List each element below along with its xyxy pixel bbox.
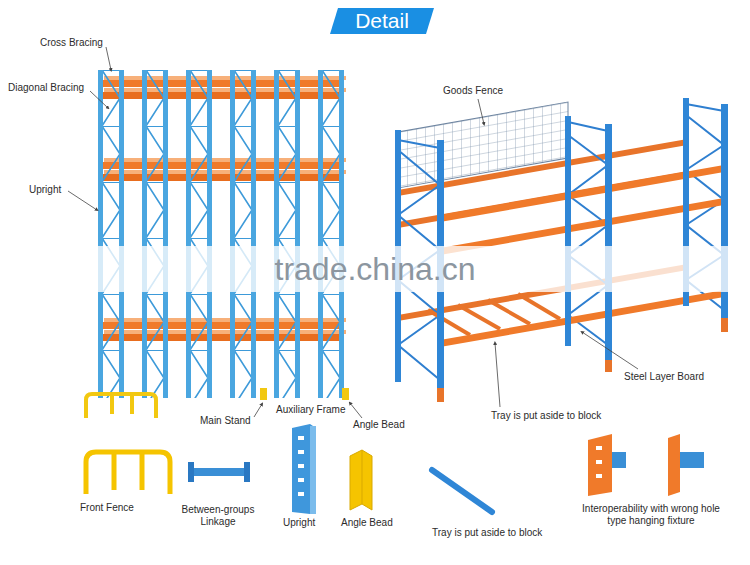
watermark-band — [40, 246, 740, 292]
part-label: Angle Bead — [341, 517, 393, 529]
pallet-rack-front — [86, 70, 349, 418]
part-label: Between-groups Linkage — [176, 504, 260, 528]
part-label: Goods Fence — [443, 85, 503, 97]
watermark: trade.china.cn — [225, 250, 525, 288]
part-label: Auxiliary Frame — [276, 404, 345, 416]
parts-row — [86, 424, 704, 514]
part-label: Angle Bead — [353, 419, 405, 431]
part-label: Steel Layer Board — [624, 371, 704, 383]
part-label: Main Stand — [200, 415, 251, 427]
title: Detail — [330, 8, 434, 34]
part-label: Cross Bracing — [40, 37, 103, 49]
title-banner — [330, 8, 434, 34]
part-label: Upright — [283, 517, 315, 529]
leader-lines — [68, 47, 638, 418]
part-label: Diagonal Bracing — [8, 82, 84, 94]
part-label: Tray is put aside to block — [491, 410, 601, 422]
part-label: Upright — [29, 184, 61, 196]
part-label: Front Fence — [80, 502, 134, 514]
part-label: Interoperability with wrong hole type ha… — [581, 503, 721, 527]
part-label: Tray is put aside to block — [432, 527, 542, 539]
